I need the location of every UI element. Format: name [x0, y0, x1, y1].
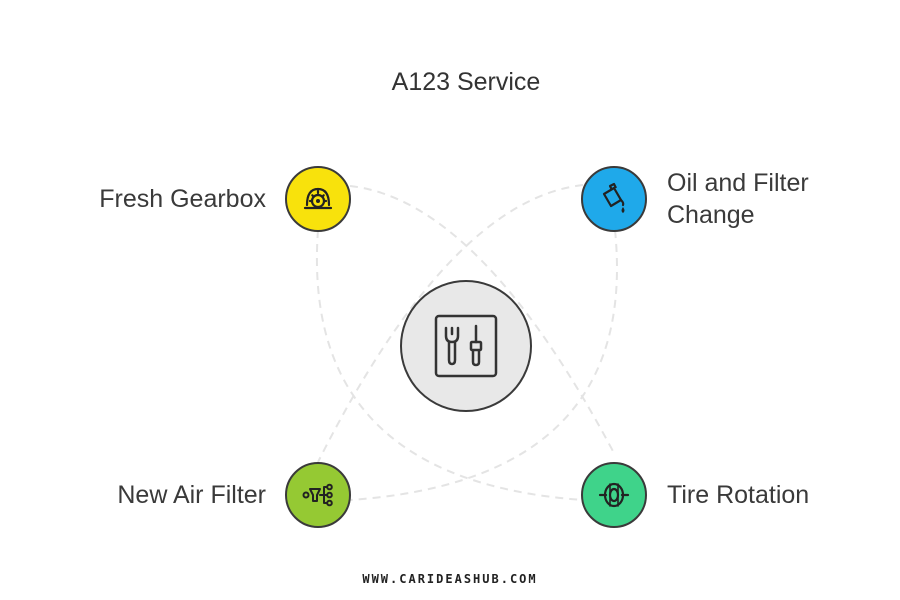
- node-oil-and-filter-change: [581, 166, 647, 232]
- air-filter-icon: [302, 483, 333, 507]
- node-fresh-gearbox: [285, 166, 351, 232]
- node-label-oil-and-filter-change: Oil and Filter Change: [667, 169, 809, 229]
- gear-icon: [303, 187, 333, 210]
- center-hub: [400, 280, 532, 412]
- wrench-screwdriver-panel-icon: [434, 314, 498, 378]
- node-label-new-air-filter: New Air Filter: [117, 481, 266, 509]
- node-label-fresh-gearbox: Fresh Gearbox: [99, 185, 266, 213]
- website-footer: WWW.CARIDEASHUB.COM: [362, 572, 538, 586]
- node-new-air-filter: [285, 462, 351, 528]
- node-tire-rotation: [581, 462, 647, 528]
- connector-line: [315, 229, 584, 501]
- tire-icon: [598, 482, 630, 508]
- node-label-tire-rotation: Tire Rotation: [667, 481, 810, 509]
- diagram-title: A123 Service: [391, 68, 541, 96]
- oil-can-icon: [602, 182, 625, 213]
